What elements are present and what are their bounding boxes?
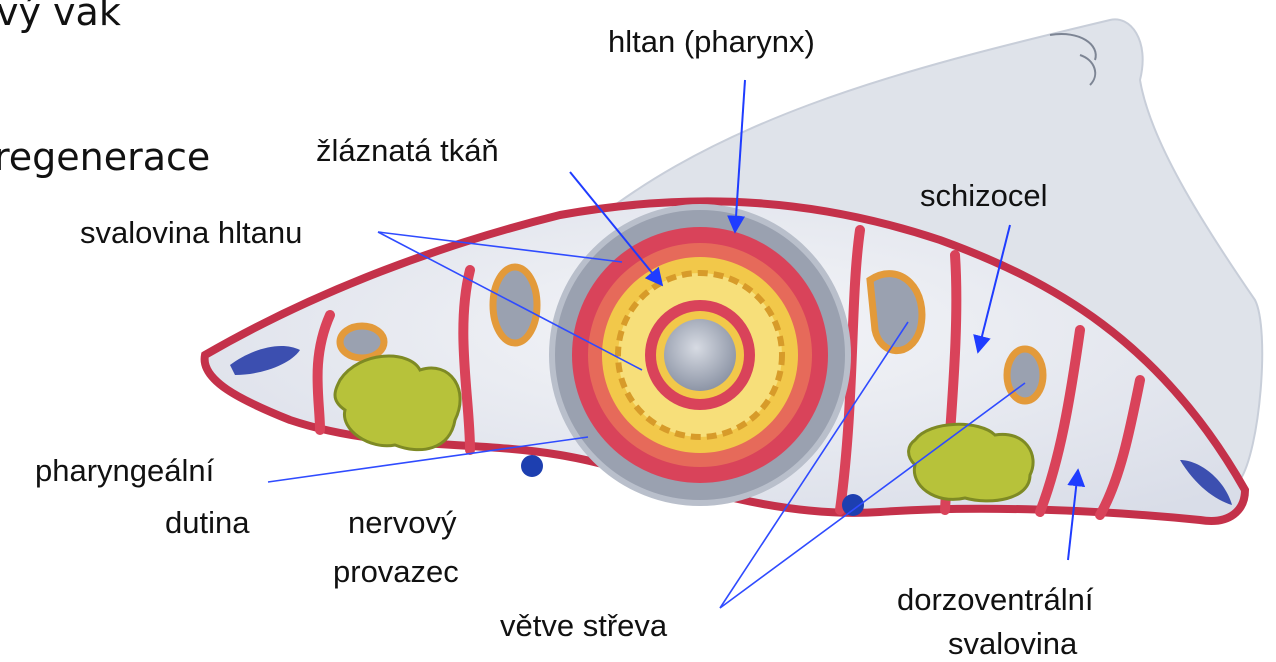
pharynx [552, 207, 848, 503]
label-pharyngealni-line1: pharyngeální [35, 453, 214, 489]
slide-text-fragment-middle: regenerace [0, 135, 210, 179]
label-hltan: hltan (pharynx) [608, 24, 815, 60]
label-dorzoventralni-line2: svalovina [948, 626, 1077, 662]
label-nervovy-line2: provazec [333, 554, 459, 590]
label-zlaznata-tkan: žláznatá tkáň [316, 133, 499, 169]
nerve-cord-left [521, 455, 543, 477]
label-schizocel: schizocel [920, 178, 1048, 214]
label-nervovy-line1: nervový [348, 505, 457, 541]
label-dorzoventralni-line1: dorzoventrální [897, 582, 1093, 618]
label-svalovina-hltanu: svalovina hltanu [80, 215, 302, 251]
slide-text-fragment-top: vý vak [0, 0, 121, 34]
label-pharyngealni-line2: dutina [165, 505, 249, 541]
label-vetve-streva: větve střeva [500, 608, 667, 644]
